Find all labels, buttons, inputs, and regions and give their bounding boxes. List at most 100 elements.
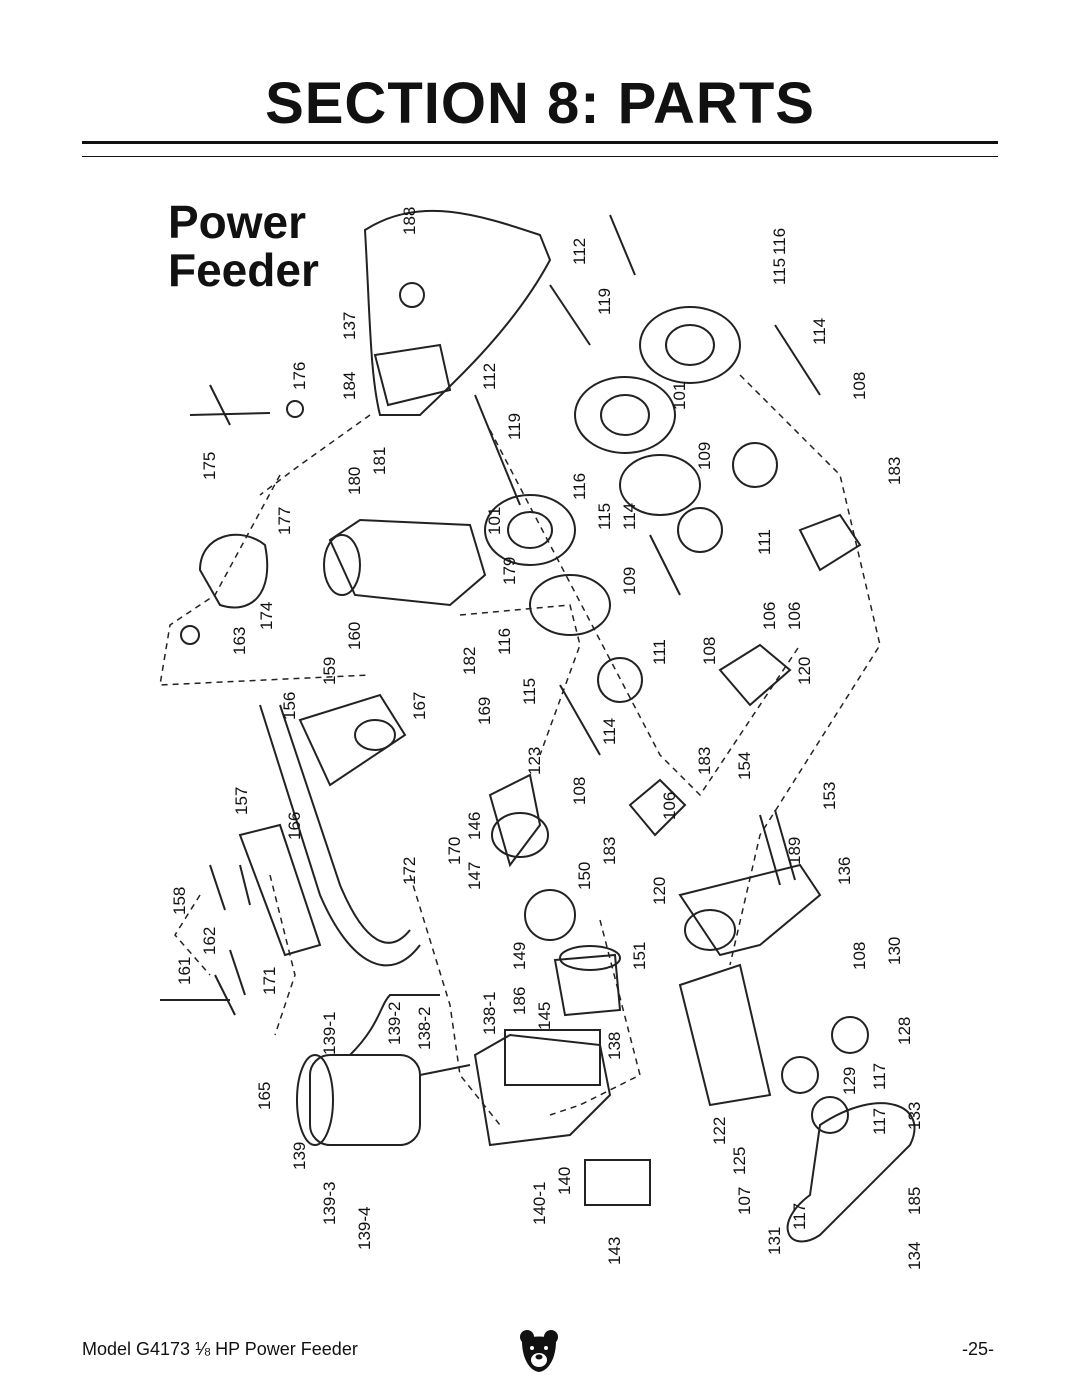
part-label: 166 — [285, 812, 304, 840]
part-label: 137 — [340, 312, 359, 340]
part-label: 162 — [200, 927, 219, 955]
part-label: 101 — [670, 382, 689, 410]
part-label: 119 — [595, 288, 614, 315]
part-label: 188 — [400, 207, 419, 235]
part-label: 169 — [475, 697, 494, 725]
part-label: 116 — [495, 628, 514, 655]
part-label: 157 — [232, 787, 251, 815]
part-label: 131 — [765, 1227, 784, 1255]
footer-page-number: -25- — [962, 1339, 995, 1359]
part-label: 139-4 — [355, 1207, 374, 1250]
part-label: 138-2 — [415, 1007, 434, 1050]
footer-model-text: Model G4173 ⅛ HP Power Feeder — [82, 1339, 358, 1359]
part-label: 147 — [465, 862, 484, 890]
part-label: 183 — [695, 747, 714, 775]
part-label: 123 — [525, 747, 544, 775]
part-label: 138 — [605, 1032, 624, 1060]
part-label: 120 — [795, 657, 814, 685]
part-label: 139 — [290, 1142, 309, 1170]
part-label: 139-1 — [320, 1012, 339, 1055]
part-label: 175 — [200, 452, 219, 480]
part-label: 111 — [755, 529, 774, 555]
part-label: 109 — [695, 442, 714, 470]
part-label: 122 — [710, 1117, 729, 1145]
part-label: 177 — [275, 507, 294, 535]
bear-logo-icon — [520, 1330, 558, 1372]
part-label: 117 — [870, 1108, 889, 1135]
part-label: 176 — [290, 362, 309, 390]
part-label: 116 — [570, 473, 589, 500]
part-label: 106 — [760, 602, 779, 630]
part-label: 115 — [520, 678, 539, 705]
part-label: 114 — [810, 318, 829, 345]
part-label: 163 — [230, 627, 249, 655]
part-label: 186 — [510, 987, 529, 1015]
part-label: 185 — [905, 1187, 924, 1215]
part-label: 136 — [835, 857, 854, 885]
part-label: 116 — [770, 228, 789, 255]
part-label: 172 — [400, 857, 419, 885]
diagram-linework — [159, 209, 916, 1243]
part-label: 167 — [410, 692, 429, 720]
part-number-labels: 188 137 176 184 112 119 175 181 180 112 … — [170, 207, 924, 1270]
part-label: 138-1 — [480, 992, 499, 1035]
part-label: 108 — [850, 942, 869, 970]
part-label: 160 — [345, 622, 364, 650]
part-label: 158 — [170, 887, 189, 915]
part-label: 181 — [370, 447, 389, 475]
part-label: 150 — [575, 862, 594, 890]
part-label: 170 — [445, 837, 464, 865]
part-label: 107 — [735, 1187, 754, 1215]
part-label: 149 — [510, 942, 529, 970]
part-label: 108 — [850, 372, 869, 400]
part-label: 119 — [505, 413, 524, 440]
part-label: 183 — [885, 457, 904, 485]
part-label: 139-3 — [320, 1182, 339, 1225]
part-label: 115 — [770, 258, 789, 285]
part-label: 180 — [345, 467, 364, 495]
part-label: 143 — [605, 1237, 624, 1265]
part-label: 153 — [820, 782, 839, 810]
part-label: 106 — [785, 602, 804, 630]
part-label: 140-1 — [530, 1182, 549, 1225]
part-label: 133 — [905, 1102, 924, 1130]
part-label: 174 — [257, 602, 276, 630]
part-label: 114 — [620, 503, 639, 530]
part-label: 130 — [885, 937, 904, 965]
diagram-title: Power Feeder — [168, 198, 319, 294]
part-label: 114 — [600, 718, 619, 745]
part-label: 179 — [500, 557, 519, 585]
part-label: 182 — [460, 647, 479, 675]
title-rule-thin — [82, 156, 998, 157]
part-label: 145 — [535, 1002, 554, 1030]
part-label: 129 — [840, 1067, 859, 1095]
part-label: 112 — [480, 363, 499, 390]
part-label: 165 — [255, 1082, 274, 1110]
part-label: 125 — [730, 1147, 749, 1175]
part-label: 184 — [340, 372, 359, 400]
part-label: 108 — [700, 637, 719, 665]
part-label: 183 — [600, 837, 619, 865]
part-label: 154 — [735, 752, 754, 780]
section-title: SECTION 8: PARTS — [265, 71, 815, 136]
part-label: 106 — [660, 792, 679, 820]
part-label: 115 — [595, 503, 614, 530]
part-label: 117 — [790, 1203, 809, 1230]
part-label: 139-2 — [385, 1002, 404, 1045]
part-label: 134 — [905, 1242, 924, 1270]
part-label: 128 — [895, 1017, 914, 1045]
part-label: 146 — [465, 812, 484, 840]
part-label: 117 — [870, 1063, 889, 1090]
exploded-parts-diagram: 188 137 176 184 112 119 175 181 180 112 … — [159, 207, 924, 1270]
part-label: 156 — [280, 692, 299, 720]
title-rule-thick — [82, 141, 998, 144]
part-label: 112 — [570, 238, 589, 265]
part-label: 120 — [650, 877, 669, 905]
part-label: 151 — [630, 942, 649, 970]
part-label: 140 — [555, 1167, 574, 1195]
part-label: 159 — [320, 657, 339, 685]
part-label: 101 — [485, 507, 504, 535]
diagram-title-line2: Feeder — [168, 244, 319, 296]
diagram-title-line1: Power — [168, 196, 307, 248]
part-label: 109 — [620, 567, 639, 595]
